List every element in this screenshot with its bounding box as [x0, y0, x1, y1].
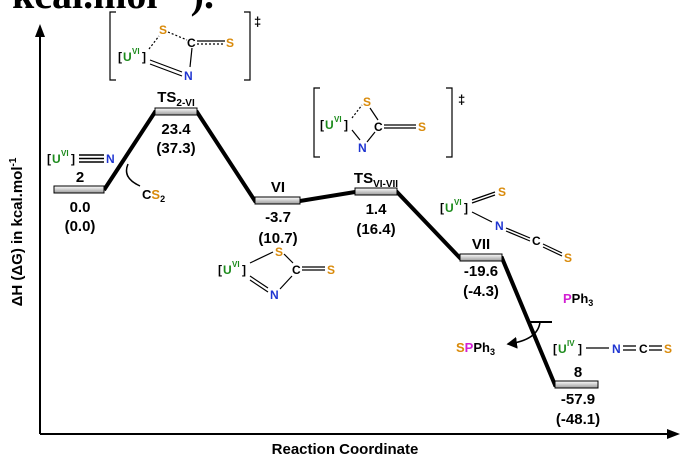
- uranium-oxidation: VI: [232, 260, 240, 269]
- sulfur-atom-2: S: [327, 263, 335, 277]
- nitrogen-atom: N: [612, 342, 621, 356]
- nitrogen-atom: N: [495, 219, 504, 233]
- species-vi-dh: -3.7: [265, 209, 291, 226]
- level-vi: [254, 196, 301, 205]
- carbon-atom: C: [187, 36, 196, 50]
- structure-8: [ U IV ] N C S: [553, 339, 672, 356]
- species-2-dh: 0.0: [70, 199, 91, 216]
- svg-text:[: [: [320, 118, 324, 132]
- uranium-atom: U: [123, 50, 132, 64]
- nitrogen-atom: N: [358, 141, 367, 155]
- sulfur-atom-2: S: [226, 36, 234, 50]
- bracket-left: [: [47, 152, 51, 166]
- sulfur-atom: S: [275, 245, 283, 259]
- carbon-atom: C: [374, 120, 383, 134]
- species-vii-dg: (-4.3): [463, 283, 499, 300]
- level-8: [554, 380, 599, 389]
- level-ts-2-vi: [154, 107, 198, 116]
- species-vii-dh: -19.6: [464, 263, 498, 280]
- level-vii: [459, 253, 503, 262]
- spph3-release-arrow: [506, 321, 541, 349]
- sulfur-atom: S: [159, 23, 167, 37]
- uranium-oxidation: IV: [567, 339, 575, 348]
- pph3-reagent: PPh3: [563, 291, 593, 308]
- svg-text:]: ]: [344, 118, 348, 132]
- uranium-atom: U: [445, 201, 454, 215]
- svg-text:[: [: [553, 342, 557, 356]
- carbon-atom: C: [532, 234, 541, 248]
- energy-levels: [53, 107, 599, 389]
- uranium-oxidation: VI: [454, 198, 462, 207]
- svg-text:[: [: [218, 263, 222, 277]
- carbon-atom: C: [292, 263, 301, 277]
- species-8-label: 8: [574, 364, 582, 381]
- cs2-reagent: CS2: [142, 187, 165, 204]
- ts-vi-vii-label: TSVI-VII: [354, 170, 398, 190]
- svg-text:[: [: [118, 50, 122, 64]
- species-vi-label: VI: [271, 179, 285, 196]
- carbon-atom: C: [639, 342, 648, 356]
- level-2: [53, 185, 105, 194]
- svg-text:[: [: [440, 201, 444, 215]
- species-8-dh: -57.9: [561, 391, 595, 408]
- uranium-oxidation: VI: [61, 149, 69, 158]
- svg-text:]: ]: [578, 342, 582, 356]
- nitrogen-atom: N: [106, 152, 115, 166]
- uranium-oxidation: VI: [132, 47, 140, 56]
- ts-2-vi-dh: 23.4: [161, 121, 191, 138]
- structure-vii: [ U VI ] S N C S: [440, 185, 572, 265]
- species-2-label: 2: [76, 169, 84, 186]
- species-vi-dg: (10.7): [258, 230, 297, 247]
- ts-dagger: ‡: [254, 14, 261, 29]
- species-2-dg: (0.0): [65, 218, 96, 235]
- structure-ts-vi-vii: ‡ [ U VI ] S C N S: [313, 87, 465, 158]
- species-labels: 2 0.0 (0.0) TS2-VI 23.4 (37.3) VI -3.7 (…: [65, 89, 601, 428]
- uranium-atom: U: [52, 152, 61, 166]
- uranium-atom: U: [223, 263, 232, 277]
- ts-bracket-right: [244, 11, 251, 81]
- header-fragment: kcal.mol⁻¹).: [12, 0, 214, 17]
- structure-vi: [ U VI ] S C N S: [218, 245, 335, 302]
- species-vii-label: VII: [472, 236, 490, 253]
- level-ts-vi-vii: [354, 187, 398, 196]
- nitrogen-atom: N: [184, 69, 193, 83]
- ts-vi-vii-dg: (16.4): [356, 221, 395, 238]
- uranium-oxidation: VI: [334, 115, 342, 124]
- y-axis-label: ΔH (ΔG) in kcal.mol-1: [8, 157, 26, 306]
- ts-vi-vii-dh: 1.4: [366, 201, 388, 218]
- ts-2-vi-dg: (37.3): [156, 140, 195, 157]
- structure-ts-2-vi: ‡ [ U VI ] S C N S: [109, 11, 261, 83]
- svg-text:]: ]: [242, 263, 246, 277]
- sulfur-atom: S: [664, 342, 672, 356]
- uranium-atom: U: [558, 342, 567, 356]
- ts-2-vi-label: TS2-VI: [157, 89, 195, 109]
- x-axis-label: Reaction Coordinate: [272, 441, 419, 458]
- ts-bracket-right: [446, 87, 453, 158]
- sulfur-atom: S: [498, 185, 506, 199]
- spph3-product: SPPh3: [456, 340, 495, 357]
- svg-text:]: ]: [464, 201, 468, 215]
- structure-uranium-nitride: [ U VI ] N: [47, 149, 115, 166]
- sulfur-atom: S: [363, 95, 371, 109]
- svg-text:]: ]: [142, 50, 146, 64]
- ts-bracket-left: [313, 87, 320, 158]
- sulfur-atom-2: S: [418, 120, 426, 134]
- bracket-right: ]: [71, 152, 75, 166]
- y-axis-arrow: [35, 24, 45, 37]
- cs2-addition-curve: [125, 163, 141, 187]
- x-axis-arrow: [667, 429, 680, 439]
- ts-bracket-left: [109, 11, 116, 81]
- ts-dagger: ‡: [458, 92, 465, 107]
- species-8-dg: (-48.1): [556, 411, 600, 428]
- uranium-atom: U: [325, 118, 334, 132]
- sulfur-atom-2: S: [564, 251, 572, 265]
- axes: ΔH (ΔG) in kcal.mol-1 Reaction Coordinat…: [8, 24, 680, 458]
- nitrogen-atom: N: [270, 288, 279, 302]
